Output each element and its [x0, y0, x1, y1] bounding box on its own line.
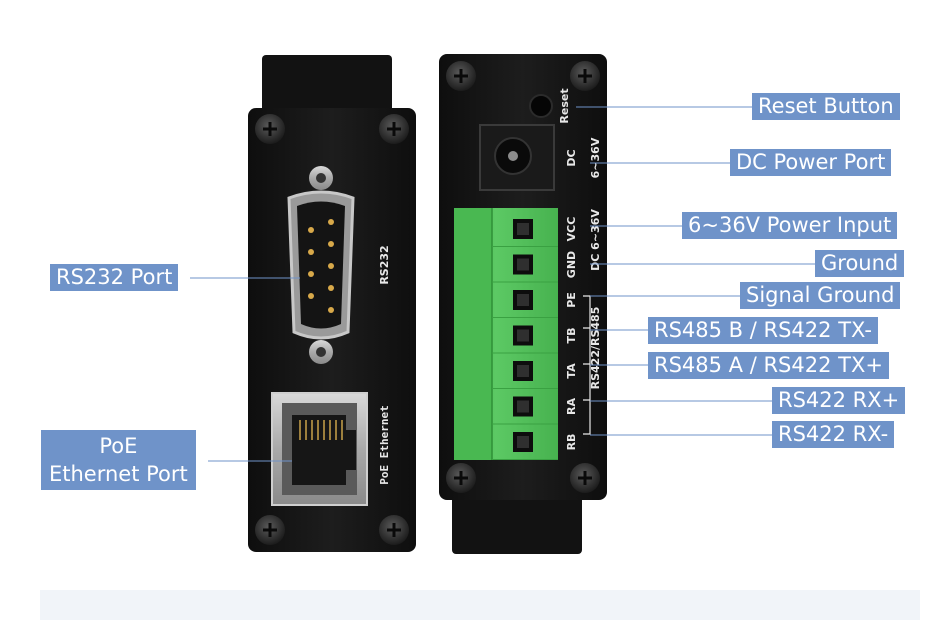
poe-silk-label: PoE Ethernet [378, 405, 391, 484]
callout-rs485-a: RS485 A / RS422 TX+ [648, 352, 889, 379]
poe-rj45-jack [271, 392, 368, 506]
callout-poe-ethernet-port: PoE Ethernet Port [41, 430, 196, 490]
terminal-screw-icon [517, 329, 529, 342]
callout-dc-power-port: DC Power Port [730, 149, 892, 176]
callout-ground: Ground [815, 250, 905, 277]
callout-reset-button: Reset Button [752, 93, 900, 120]
pin-label-vcc: VCC [565, 217, 578, 242]
rs-silk-label: RS422/RS485 [589, 307, 602, 390]
left-device: RS232 PoE Ethernet [248, 55, 416, 552]
pin-label-ta: TA [565, 363, 578, 379]
reset-silk-label: Reset [558, 88, 571, 123]
footer-band [40, 590, 920, 620]
callout-rs485-b: RS485 B / RS422 TX- [648, 317, 878, 344]
screw-icon [446, 463, 476, 493]
callout-signal-ground: Signal Ground [740, 282, 901, 309]
right-device: Reset DC 6~36V VCC GND PE TB TA RA RB DC 6~36V… [439, 54, 607, 554]
dc-barrel-jack [479, 124, 555, 191]
terminal-screw-icon [517, 365, 529, 377]
screw-icon [379, 114, 409, 144]
leader-lines [190, 106, 815, 462]
screw-icon [255, 515, 285, 545]
terminal-screw-icon [517, 258, 529, 271]
screw-icon [255, 114, 285, 144]
callout-rs422-rx-minus: RS422 RX- [772, 421, 895, 448]
terminal-block [454, 208, 558, 460]
pin-label-tb: TB [565, 328, 578, 344]
callout-poe-line2: Ethernet Port [49, 462, 188, 486]
rs232-db9-connector [287, 166, 355, 364]
dc-range-silk-label: DC 6~36V [589, 209, 602, 271]
callout-poe-line1: PoE [99, 434, 138, 458]
pin-label-rb: RB [565, 434, 578, 451]
callout-rs232-port: RS232 Port [50, 264, 179, 291]
pin-label-gnd: GND [565, 251, 578, 278]
callout-rs422-rx-plus: RS422 RX+ [772, 387, 906, 414]
pin-label-pe: PE [565, 292, 578, 308]
screw-icon [446, 61, 476, 91]
dc-voltage-silk-label: 6~36V [589, 137, 602, 178]
dc-silk-label: DC [565, 149, 578, 166]
right-bottom-cap [452, 490, 582, 554]
terminal-screw-icon [517, 223, 529, 235]
terminal-screw-icon [517, 400, 529, 413]
reset-button-hole [529, 94, 553, 118]
callout-power-input: 6~36V Power Input [682, 212, 898, 239]
rs232-silk-label: RS232 [378, 245, 391, 284]
terminal-screw-icon [517, 436, 529, 448]
terminal-screw-icon [517, 294, 529, 306]
screw-icon [570, 61, 600, 91]
pin-label-ra: RA [565, 398, 578, 415]
screw-icon [379, 515, 409, 545]
left-top-cap [262, 55, 392, 115]
screw-icon [570, 463, 600, 493]
